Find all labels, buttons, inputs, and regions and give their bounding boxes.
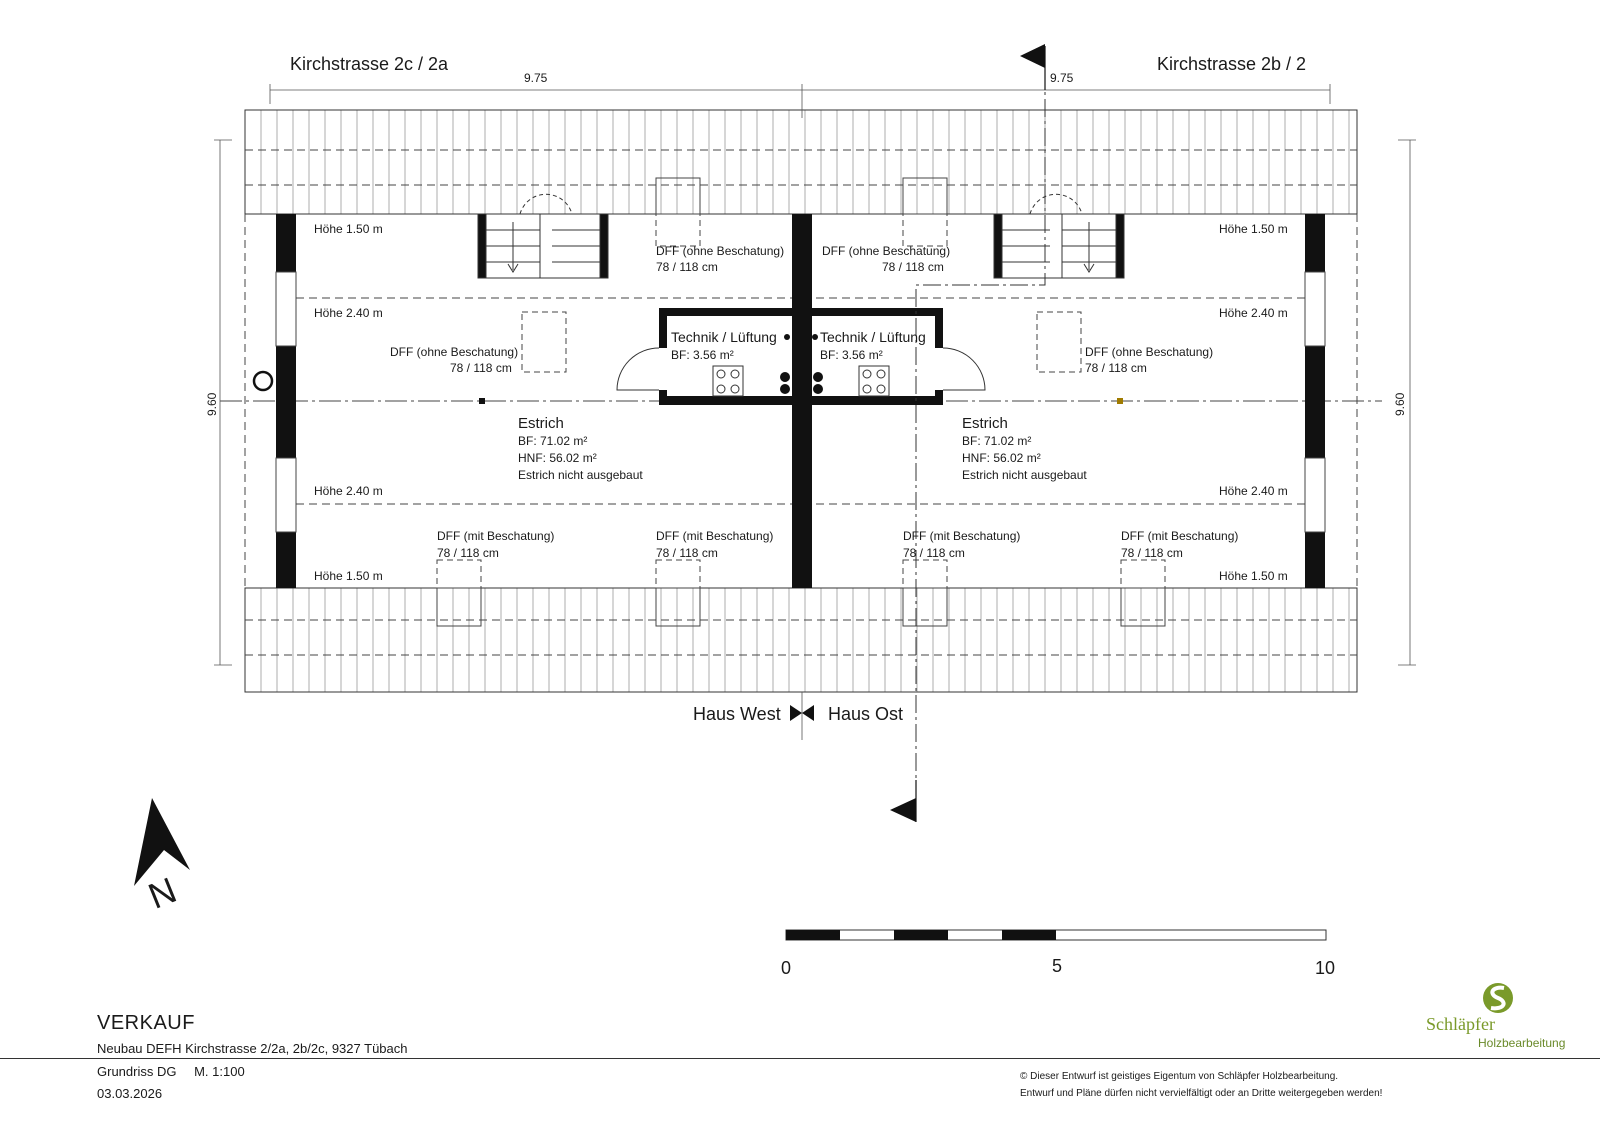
north-arrow: [134, 798, 190, 886]
scale-label-0: 0: [781, 958, 791, 978]
street-west: Kirchstrasse 2c / 2a: [290, 54, 449, 74]
footer-plan-info: Grundriss DG M. 1:100: [97, 1064, 259, 1079]
estrich-west-hnf: HNF: 56.02 m²: [518, 451, 597, 465]
height-label: Höhe 1.50 m: [1219, 569, 1288, 583]
footer-divider: [0, 1058, 1600, 1059]
logo-subtitle: Holzbearbeitung: [1478, 1036, 1566, 1050]
outer-walls: [276, 214, 1325, 588]
height-label: Höhe 2.40 m: [314, 306, 383, 320]
dim-width-east: 9.75: [1050, 71, 1074, 85]
technik-east-area: BF: 3.56 m²: [820, 348, 883, 362]
estrich-west-name: Estrich: [518, 415, 564, 432]
footer-plan: Grundriss DG: [97, 1064, 177, 1079]
axis-marker-east: [1117, 398, 1123, 404]
estrich-east-bf: BF: 71.02 m²: [962, 434, 1031, 448]
roof-windows: [436, 177, 1166, 627]
estrich-east-note: Estrich nicht ausgebaut: [962, 468, 1087, 482]
height-label: Höhe 2.40 m: [314, 484, 383, 498]
logo-name: Schläpfer: [1426, 1014, 1495, 1034]
roof-outline-north: [244, 109, 1358, 215]
technik-walls: [659, 308, 943, 405]
estrich-east-name: Estrich: [962, 415, 1008, 432]
dim-width-west: 9.75: [524, 71, 548, 85]
axis-marker-west: [479, 398, 485, 404]
company-logo: Schläpfer Holzbearbeitung: [1426, 980, 1576, 1050]
scale-bar: [785, 929, 1327, 941]
technik-west-area: BF: 3.56 m²: [671, 348, 734, 362]
technik-equipment: [712, 334, 890, 397]
roof-outline-south: [244, 587, 1358, 693]
height-label: Höhe 2.40 m: [1219, 306, 1288, 320]
estrich-east-hnf: HNF: 56.02 m²: [962, 451, 1041, 465]
logo-mark: [1483, 983, 1513, 1013]
window-size: 78 / 118 cm: [450, 361, 512, 375]
height-label: Höhe 1.50 m: [1219, 222, 1288, 236]
height-label: Höhe 2.40 m: [1219, 484, 1288, 498]
window-label: DFF (mit Beschatung): [1121, 529, 1238, 543]
window-label: DFF (ohne Beschatung): [390, 345, 518, 359]
staircase-west: [477, 193, 609, 279]
staircase-east: [993, 193, 1125, 279]
house-east-label: Haus Ost: [828, 704, 903, 724]
window-label: DFF (mit Beschatung): [656, 529, 773, 543]
roof-tiles-north: [260, 110, 1350, 214]
footer-scale: M. 1:100: [194, 1064, 245, 1079]
technik-doors: [616, 347, 986, 391]
street-east: Kirchstrasse 2b / 2: [1157, 54, 1306, 74]
copyright-line-2: Entwurf und Pläne dürfen nicht vervielfä…: [1020, 1088, 1383, 1099]
scale-label-5: 5: [1052, 956, 1062, 976]
window-label: DFF (mit Beschatung): [903, 529, 1020, 543]
technik-west-name: Technik / Lüftung: [671, 329, 777, 345]
dim-depth-right: 9.60: [1393, 392, 1407, 416]
dim-depth-left: 9.60: [205, 392, 219, 416]
footer-title: VERKAUF: [97, 1012, 195, 1034]
scale-label-10: 10: [1315, 958, 1335, 978]
technik-east-name: Technik / Lüftung: [820, 329, 926, 345]
house-west-label: Haus West: [693, 704, 781, 724]
vent-marker: [252, 370, 274, 392]
window-label: DFF (ohne Beschatung): [1085, 345, 1213, 359]
estrich-west-bf: BF: 71.02 m²: [518, 434, 587, 448]
footer-date: 03.03.2026: [97, 1086, 163, 1101]
north-label: N: [143, 869, 182, 917]
estrich-west-note: Estrich nicht ausgebaut: [518, 468, 643, 482]
window-size: 78 / 118 cm: [903, 546, 965, 560]
window-size: 78 / 118 cm: [1121, 546, 1183, 560]
window-label: DFF (ohne Beschatung): [656, 244, 784, 258]
house-separator: [790, 705, 814, 721]
roof-tiles-south: [260, 588, 1350, 692]
dimension-lines: [214, 84, 1416, 740]
footer-project: Neubau DEFH Kirchstrasse 2/2a, 2b/2c, 93…: [97, 1041, 408, 1056]
height-label: Höhe 1.50 m: [314, 569, 383, 583]
window-size: 78 / 118 cm: [656, 260, 718, 274]
window-label: DFF (ohne Beschatung): [822, 244, 950, 258]
window-size: 78 / 118 cm: [656, 546, 718, 560]
window-size: 78 / 118 cm: [437, 546, 499, 560]
window-size: 78 / 118 cm: [882, 260, 944, 274]
window-size: 78 / 118 cm: [1085, 361, 1147, 375]
gable-windows: [275, 271, 1326, 533]
section-line: [890, 44, 1046, 822]
height-label: Höhe 1.50 m: [314, 222, 383, 236]
copyright-line-1: © Dieser Entwurf ist geistiges Eigentum …: [1020, 1071, 1339, 1082]
window-label: DFF (mit Beschatung): [437, 529, 554, 543]
